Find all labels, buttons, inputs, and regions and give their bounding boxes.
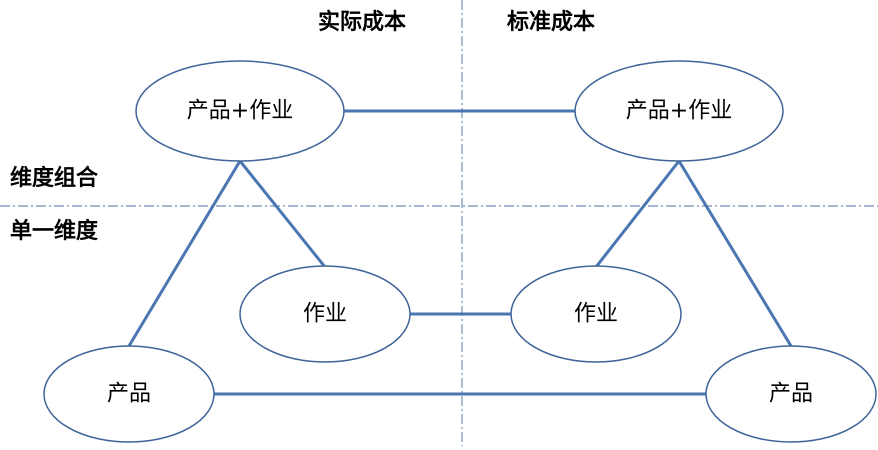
node-left-middle-label: 作业 [303,302,347,327]
label-dimension-combo: 维度组合 [10,166,99,191]
connector-right-top-to-right-middle [594,159,681,269]
node-right-bottom-label: 产品 [769,382,813,407]
label-single-dimension: 单一维度 [10,219,99,244]
node-left-top-ellipse [135,60,345,162]
node-left-bottom-ellipse [43,345,215,443]
node-left-middle-ellipse [239,265,411,363]
node-right-top-ellipse [574,60,784,162]
header-standard-cost: 标准成本 [507,10,596,35]
node-right-bottom-ellipse [705,345,877,443]
connector-left-top-to-left-middle [238,159,327,269]
connector-right-top-to-right-bottom [677,159,793,348]
header-actual-cost: 实际成本 [318,10,407,35]
node-left-bottom-label: 产品 [107,382,151,407]
node-right-top-label: 产品+作业 [626,99,732,124]
node-right-middle-label: 作业 [574,302,618,327]
node-right-middle-ellipse [510,265,682,363]
node-left-top-label: 产品+作业 [187,99,293,124]
connector-left-top-to-left-bottom [127,159,242,348]
